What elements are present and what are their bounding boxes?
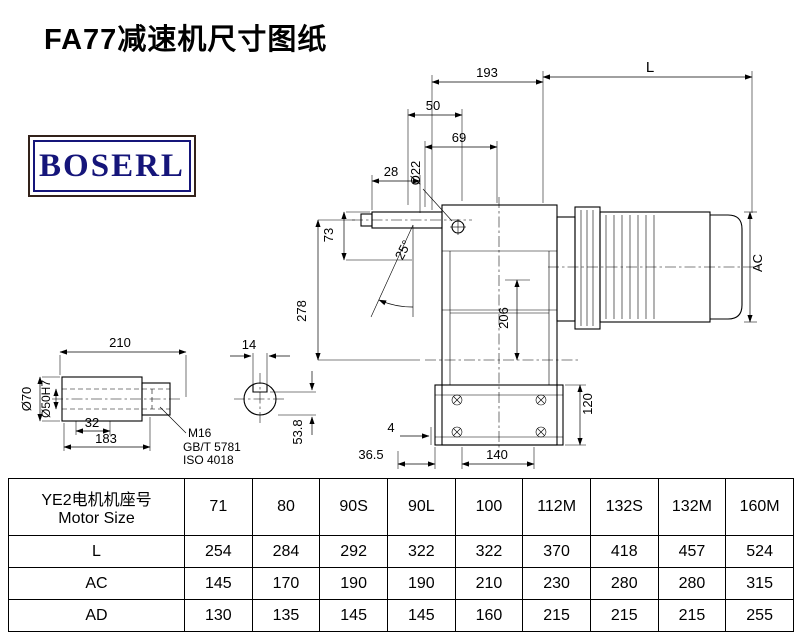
cell: 418 (589, 535, 659, 568)
cell: 190 (386, 567, 456, 600)
input-shaft (360, 211, 466, 235)
dim-28: 28 (384, 164, 398, 179)
shaft-detail-view (61, 376, 171, 422)
header-label-en: Motor Size (58, 510, 135, 527)
dim-183: 183 (95, 431, 117, 446)
technical-drawing: 193 L 50 69 28 Ø22 25° 73 278 206 AC 120… (19, 59, 765, 469)
motor-size-col: 160M (725, 478, 794, 536)
dim-193: 193 (476, 65, 498, 80)
extension-lines (42, 71, 757, 469)
cell: 284 (251, 535, 321, 568)
dim-bore-diameter: Ø50H7 (39, 380, 53, 418)
dim-angle-25: 25° (392, 238, 414, 262)
shaft-end-view (243, 382, 277, 416)
dim-hole-diameter: Ø22 (408, 161, 423, 186)
motor-size-col: 100 (454, 478, 524, 536)
table-row-AD: AD 130 135 145 145 160 215 215 215 255 (8, 599, 794, 632)
dim-shaft-diameter: Ø70 (19, 387, 34, 412)
cell: 145 (319, 599, 388, 632)
cell: 292 (319, 535, 388, 568)
row-label: AD (8, 599, 185, 632)
motor (556, 206, 743, 330)
dim-69: 69 (452, 130, 466, 145)
motor-size-col: 90S (319, 478, 388, 536)
cell: 190 (319, 567, 388, 600)
motor-size-col: 71 (184, 478, 253, 536)
motor-size-col: 80 (251, 478, 321, 536)
cell: 135 (251, 599, 321, 632)
boserl-logo: BOSERL (28, 135, 196, 197)
cell: 230 (522, 567, 591, 600)
dim-120: 120 (580, 393, 595, 415)
cell: 160 (454, 599, 524, 632)
cell: 255 (725, 599, 794, 632)
cell: 280 (657, 567, 727, 600)
row-label: L (8, 535, 185, 568)
cell: 145 (386, 599, 456, 632)
dim-73: 73 (321, 228, 336, 242)
table-row-L: L 254 284 292 322 322 370 418 457 524 (8, 535, 794, 568)
angle-reference (370, 224, 414, 318)
dimension-lines (37, 74, 753, 467)
table-corner-label: YE2电机机座号 Motor Size (8, 478, 185, 536)
label-m16: M16 (188, 426, 212, 440)
dim-36-5: 36.5 (358, 447, 383, 462)
page-title: FA77减速机尺寸图纸 (44, 24, 328, 56)
cell: 315 (725, 567, 794, 600)
motor-size-col: 132S (589, 478, 659, 536)
dim-4: 4 (387, 420, 394, 435)
dim-210: 210 (109, 335, 131, 350)
motor-size-col: 112M (522, 478, 591, 536)
label-gb-standard: GB/T 5781 (183, 440, 241, 454)
cell: 280 (589, 567, 659, 600)
table-header-row: YE2电机机座号 Motor Size 71 80 90S 90L 100 11… (8, 478, 794, 536)
flange-bolts (451, 394, 547, 438)
motor-size-col: 132M (657, 478, 727, 536)
cell: 215 (657, 599, 727, 632)
cell: 170 (251, 567, 321, 600)
dim-32: 32 (85, 415, 99, 430)
dim-206: 206 (496, 307, 511, 329)
dim-50: 50 (426, 98, 440, 113)
cell: 215 (589, 599, 659, 632)
dim-AC: AC (750, 254, 765, 272)
label-iso-standard: ISO 4018 (183, 453, 234, 467)
motor-size-table: YE2电机机座号 Motor Size 71 80 90S 90L 100 11… (8, 478, 794, 632)
cell: 254 (184, 535, 253, 568)
cell: 322 (386, 535, 456, 568)
cell: 322 (454, 535, 524, 568)
cell: 210 (454, 567, 524, 600)
dim-L: L (646, 59, 654, 76)
dim-140: 140 (486, 447, 508, 462)
dimension-labels: 193 L 50 69 28 Ø22 25° 73 278 206 AC 120… (19, 59, 765, 467)
cell: 524 (725, 535, 794, 568)
cell: 370 (522, 535, 591, 568)
cell: 215 (522, 599, 591, 632)
dim-278: 278 (294, 300, 309, 322)
cell: 130 (184, 599, 253, 632)
motor-size-col: 90L (386, 478, 456, 536)
dim-53-8: 53.8 (290, 419, 305, 444)
boserl-logo-text: BOSERL (39, 147, 185, 184)
cell: 145 (184, 567, 253, 600)
boserl-logo-frame: BOSERL (33, 140, 191, 192)
table-row-AC: AC 145 170 190 190 210 230 280 280 315 (8, 567, 794, 600)
dim-14: 14 (242, 337, 256, 352)
cell: 457 (657, 535, 727, 568)
row-label: AC (8, 567, 185, 600)
header-label-cn: YE2电机机座号 (41, 492, 152, 509)
